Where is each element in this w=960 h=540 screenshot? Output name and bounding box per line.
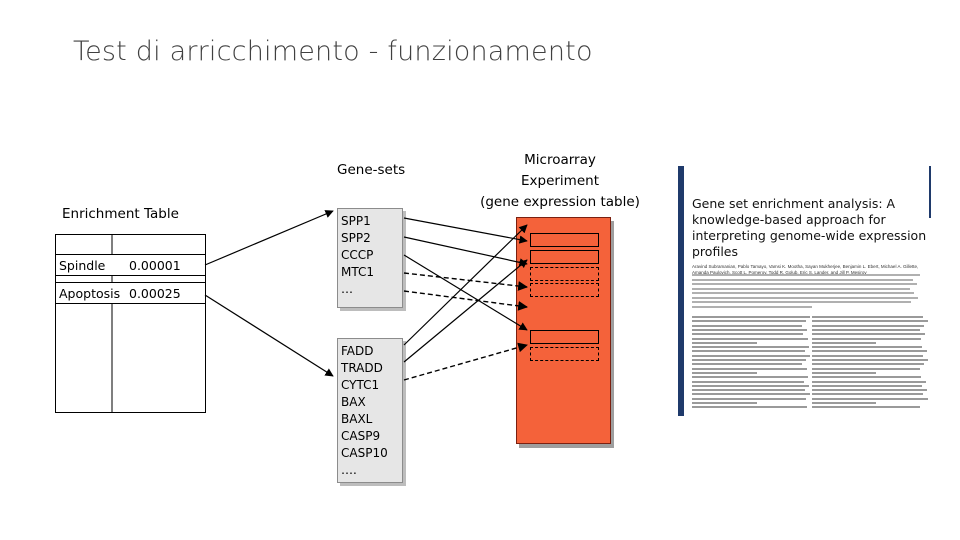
paper-abstract-line: [692, 279, 913, 281]
paper-text-line: [812, 376, 921, 378]
arrow-gene-to-row: [404, 218, 527, 241]
paper-text-line: [692, 385, 809, 387]
paper-text-line: [692, 333, 803, 335]
paper-text-line: [812, 372, 876, 374]
arrow-gene-to-row-dashed: [404, 291, 527, 307]
paper-text-line: [692, 406, 807, 408]
paper-text-line: [692, 346, 809, 348]
paper-abstract-line: [692, 274, 920, 276]
paper-text-line: [812, 389, 927, 391]
arrow-gene-to-row: [404, 237, 527, 264]
paper-text-line: [812, 398, 928, 400]
paper-text-line: [812, 393, 923, 395]
paper-text-line: [812, 355, 923, 357]
paper-text-line: [812, 350, 927, 352]
arrow-gene-to-row: [404, 255, 527, 330]
paper-text-line: [692, 398, 806, 400]
paper-text-line: [692, 320, 806, 322]
paper-text-line: [692, 359, 806, 361]
arrow-spindle-to-set1: [205, 211, 333, 265]
paper-text-line: [692, 329, 807, 331]
paper-text-line: [692, 389, 805, 391]
paper-text-line: [692, 338, 808, 340]
paper-text-line: [692, 372, 757, 374]
paper-text-line: [692, 402, 757, 404]
paper-text-line: [692, 381, 804, 383]
paper-right-bar: [929, 166, 931, 218]
paper-abstract-line: [692, 292, 914, 294]
paper-abstract-line: [692, 288, 910, 290]
paper-abstract-line: [692, 306, 812, 308]
arrow-apoptosis-to-set2: [205, 295, 333, 376]
paper-left-bar: [678, 166, 684, 416]
arrow-gene-to-row-dashed: [404, 345, 527, 380]
paper-text-line: [812, 320, 928, 322]
paper-text-line: [812, 329, 920, 331]
paper-text-line: [692, 368, 807, 370]
paper-text-line: [692, 393, 810, 395]
paper-abstract-line: [692, 297, 918, 299]
paper-text-line: [692, 350, 805, 352]
paper-text-line: [812, 385, 922, 387]
paper-text-line: [812, 406, 920, 408]
paper-text-line: [692, 363, 802, 365]
paper-text-line: [812, 402, 876, 404]
paper-text-line: [692, 342, 757, 344]
paper-text-line: [692, 355, 810, 357]
paper-text-line: [692, 316, 810, 318]
paper-text-line: [692, 376, 808, 378]
paper-text-line: [812, 338, 921, 340]
paper-text-line: [812, 346, 922, 348]
paper-thumbnail: Gene set enrichment analysis: A knowledg…: [678, 166, 931, 416]
paper-text-line: [812, 368, 920, 370]
paper-text-line: [812, 359, 928, 361]
paper-abstract-line: [692, 283, 917, 285]
paper-text-line: [812, 381, 926, 383]
paper-text-line: [812, 363, 924, 365]
paper-text-line: [692, 325, 802, 327]
paper-text-line: [812, 325, 924, 327]
paper-abstract-line: [692, 301, 911, 303]
paper-title: Gene set enrichment analysis: A knowledg…: [692, 196, 928, 260]
paper-text-line: [812, 342, 876, 344]
paper-text-line: [812, 316, 923, 318]
paper-text-line: [812, 333, 925, 335]
